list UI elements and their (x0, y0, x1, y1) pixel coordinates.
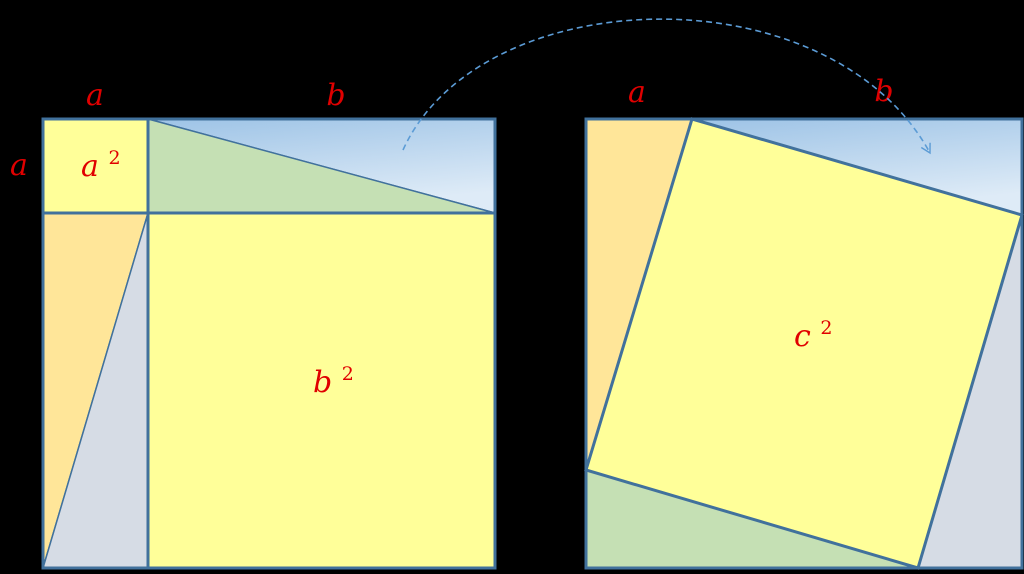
tilted-square-label-base: c (794, 319, 811, 354)
small-square-label-exponent: 2 (108, 147, 120, 169)
small-square-label: a 2 (81, 147, 121, 184)
left-top-label-a: a (86, 78, 104, 113)
small-square-label-base: a (81, 149, 99, 184)
large-square-label-base: b (313, 365, 332, 400)
large-square-label: b 2 (313, 363, 354, 400)
left-side-label-a: a (10, 148, 28, 183)
large-square-label-exponent: 2 (342, 363, 354, 385)
right-top-label-b: b (874, 74, 893, 109)
right-outer-border (584, 117, 1024, 570)
tilted-square-label-exponent: 2 (820, 317, 832, 339)
right-figure: a b c 2 (584, 74, 1024, 570)
right-top-label-a: a (628, 75, 646, 110)
left-outer-border (41, 117, 497, 570)
large-square-b2 (146, 211, 497, 570)
left-top-label-b: b (326, 78, 345, 113)
tilted-square-label: c 2 (794, 317, 832, 354)
left-figure: a b a a 2 b 2 (10, 78, 497, 570)
transition-arrow (402, 18, 931, 155)
